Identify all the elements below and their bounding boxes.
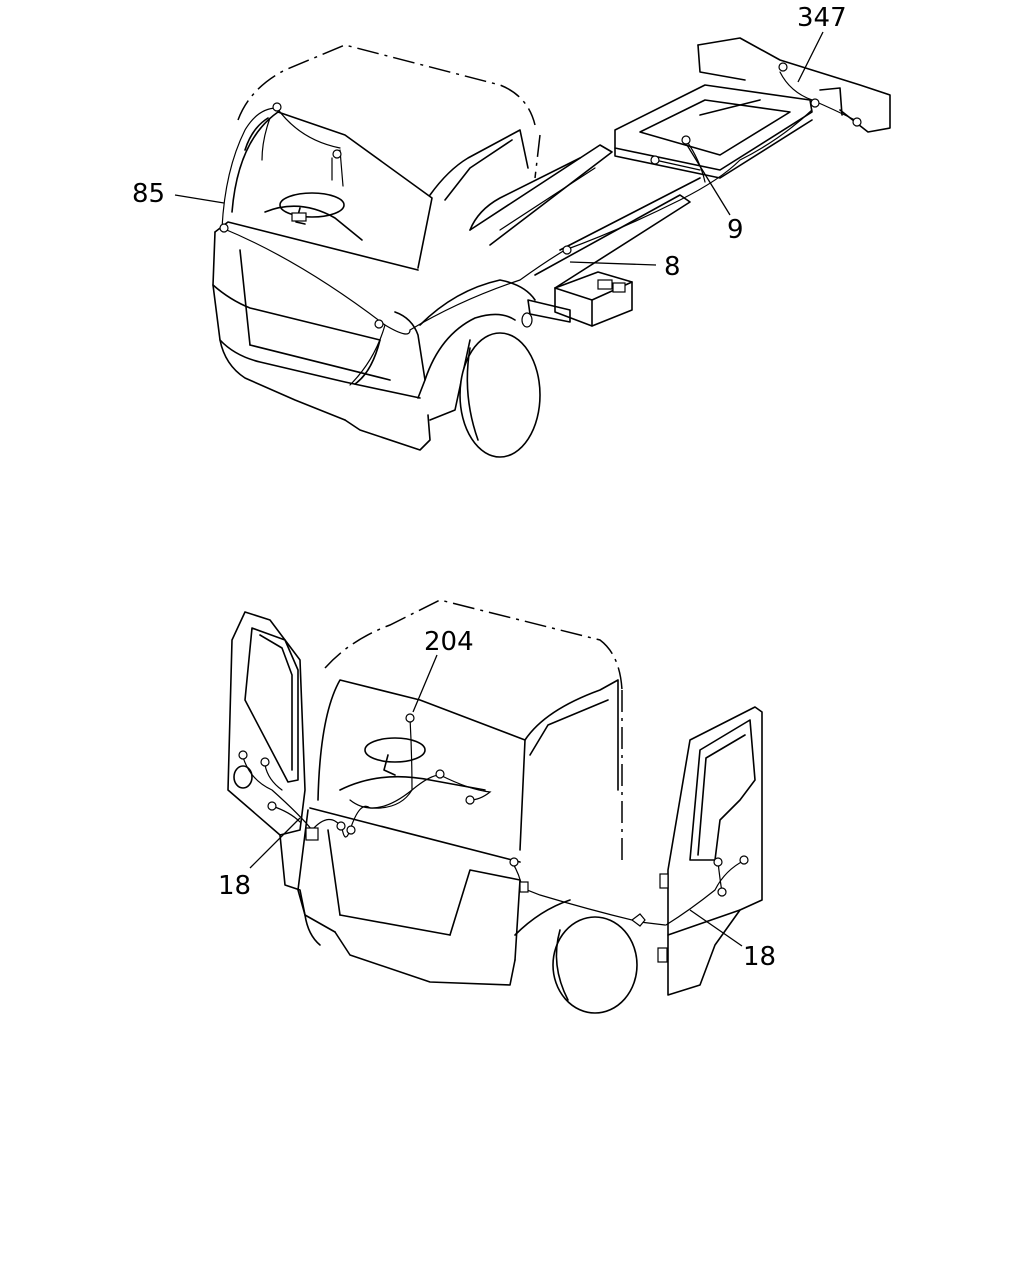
callout-347: 347 bbox=[797, 3, 847, 33]
callout-8: 8 bbox=[664, 252, 681, 282]
bottom-front-wheel bbox=[552, 916, 638, 1014]
callout-18-left: 18 bbox=[218, 871, 251, 901]
top-wiring-harness bbox=[219, 62, 862, 386]
callout-85: 85 bbox=[132, 179, 165, 209]
callout-9: 9 bbox=[727, 215, 744, 245]
steering-wheel-icon bbox=[279, 192, 345, 218]
bottom-steering-wheel-icon bbox=[364, 737, 426, 763]
callout-204: 204 bbox=[424, 627, 474, 657]
battery-box bbox=[554, 271, 633, 327]
bottom-wiring-harness bbox=[238, 713, 749, 927]
bottom-leader-lines bbox=[249, 654, 743, 947]
left-door bbox=[227, 611, 306, 836]
bottom-truck-illustration bbox=[227, 599, 763, 1014]
callout-18-right: 18 bbox=[743, 942, 776, 972]
top-truck-illustration bbox=[212, 37, 891, 458]
front-wheel bbox=[459, 332, 541, 458]
right-door bbox=[667, 706, 763, 936]
top-leader-lines bbox=[174, 31, 824, 266]
